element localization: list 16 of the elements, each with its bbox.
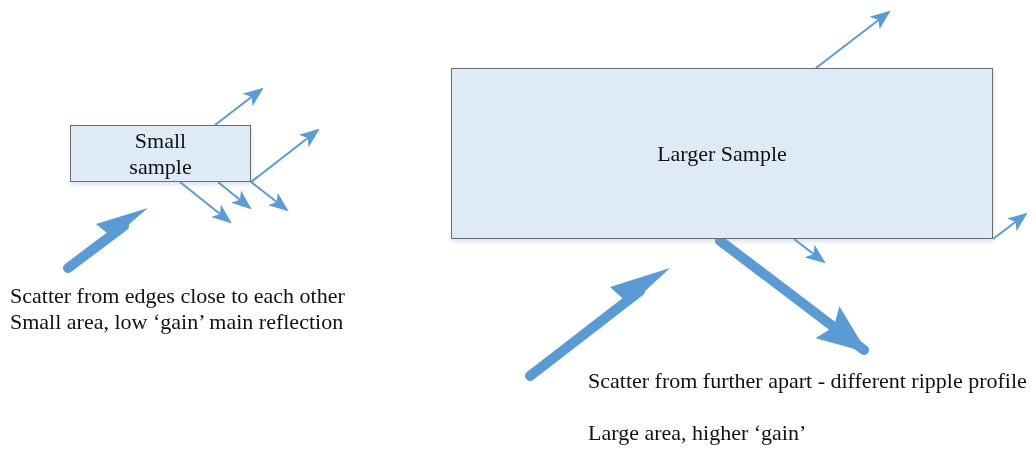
arrow: [250, 181, 289, 212]
arrow: [793, 238, 826, 264]
sample-box: [70, 125, 251, 182]
caption-text: Large area, higher ‘gain’: [588, 420, 807, 446]
box-label: Small sample: [128, 128, 193, 179]
arrow: [815, 10, 891, 69]
caption-text: Scatter from further apart - different ripple profile: [588, 368, 1028, 394]
arrow: [214, 87, 264, 126]
box-label: Larger Sample: [657, 140, 787, 167]
arrow: [250, 128, 320, 183]
caption-text: Scatter from edges close to each other: [10, 283, 345, 309]
caption-text: Small area, low ‘gain’ main reflection: [10, 309, 344, 335]
arrow: [179, 181, 232, 224]
sample-box: [451, 68, 993, 239]
arrow: [992, 212, 1028, 240]
arrow: [217, 181, 252, 210]
